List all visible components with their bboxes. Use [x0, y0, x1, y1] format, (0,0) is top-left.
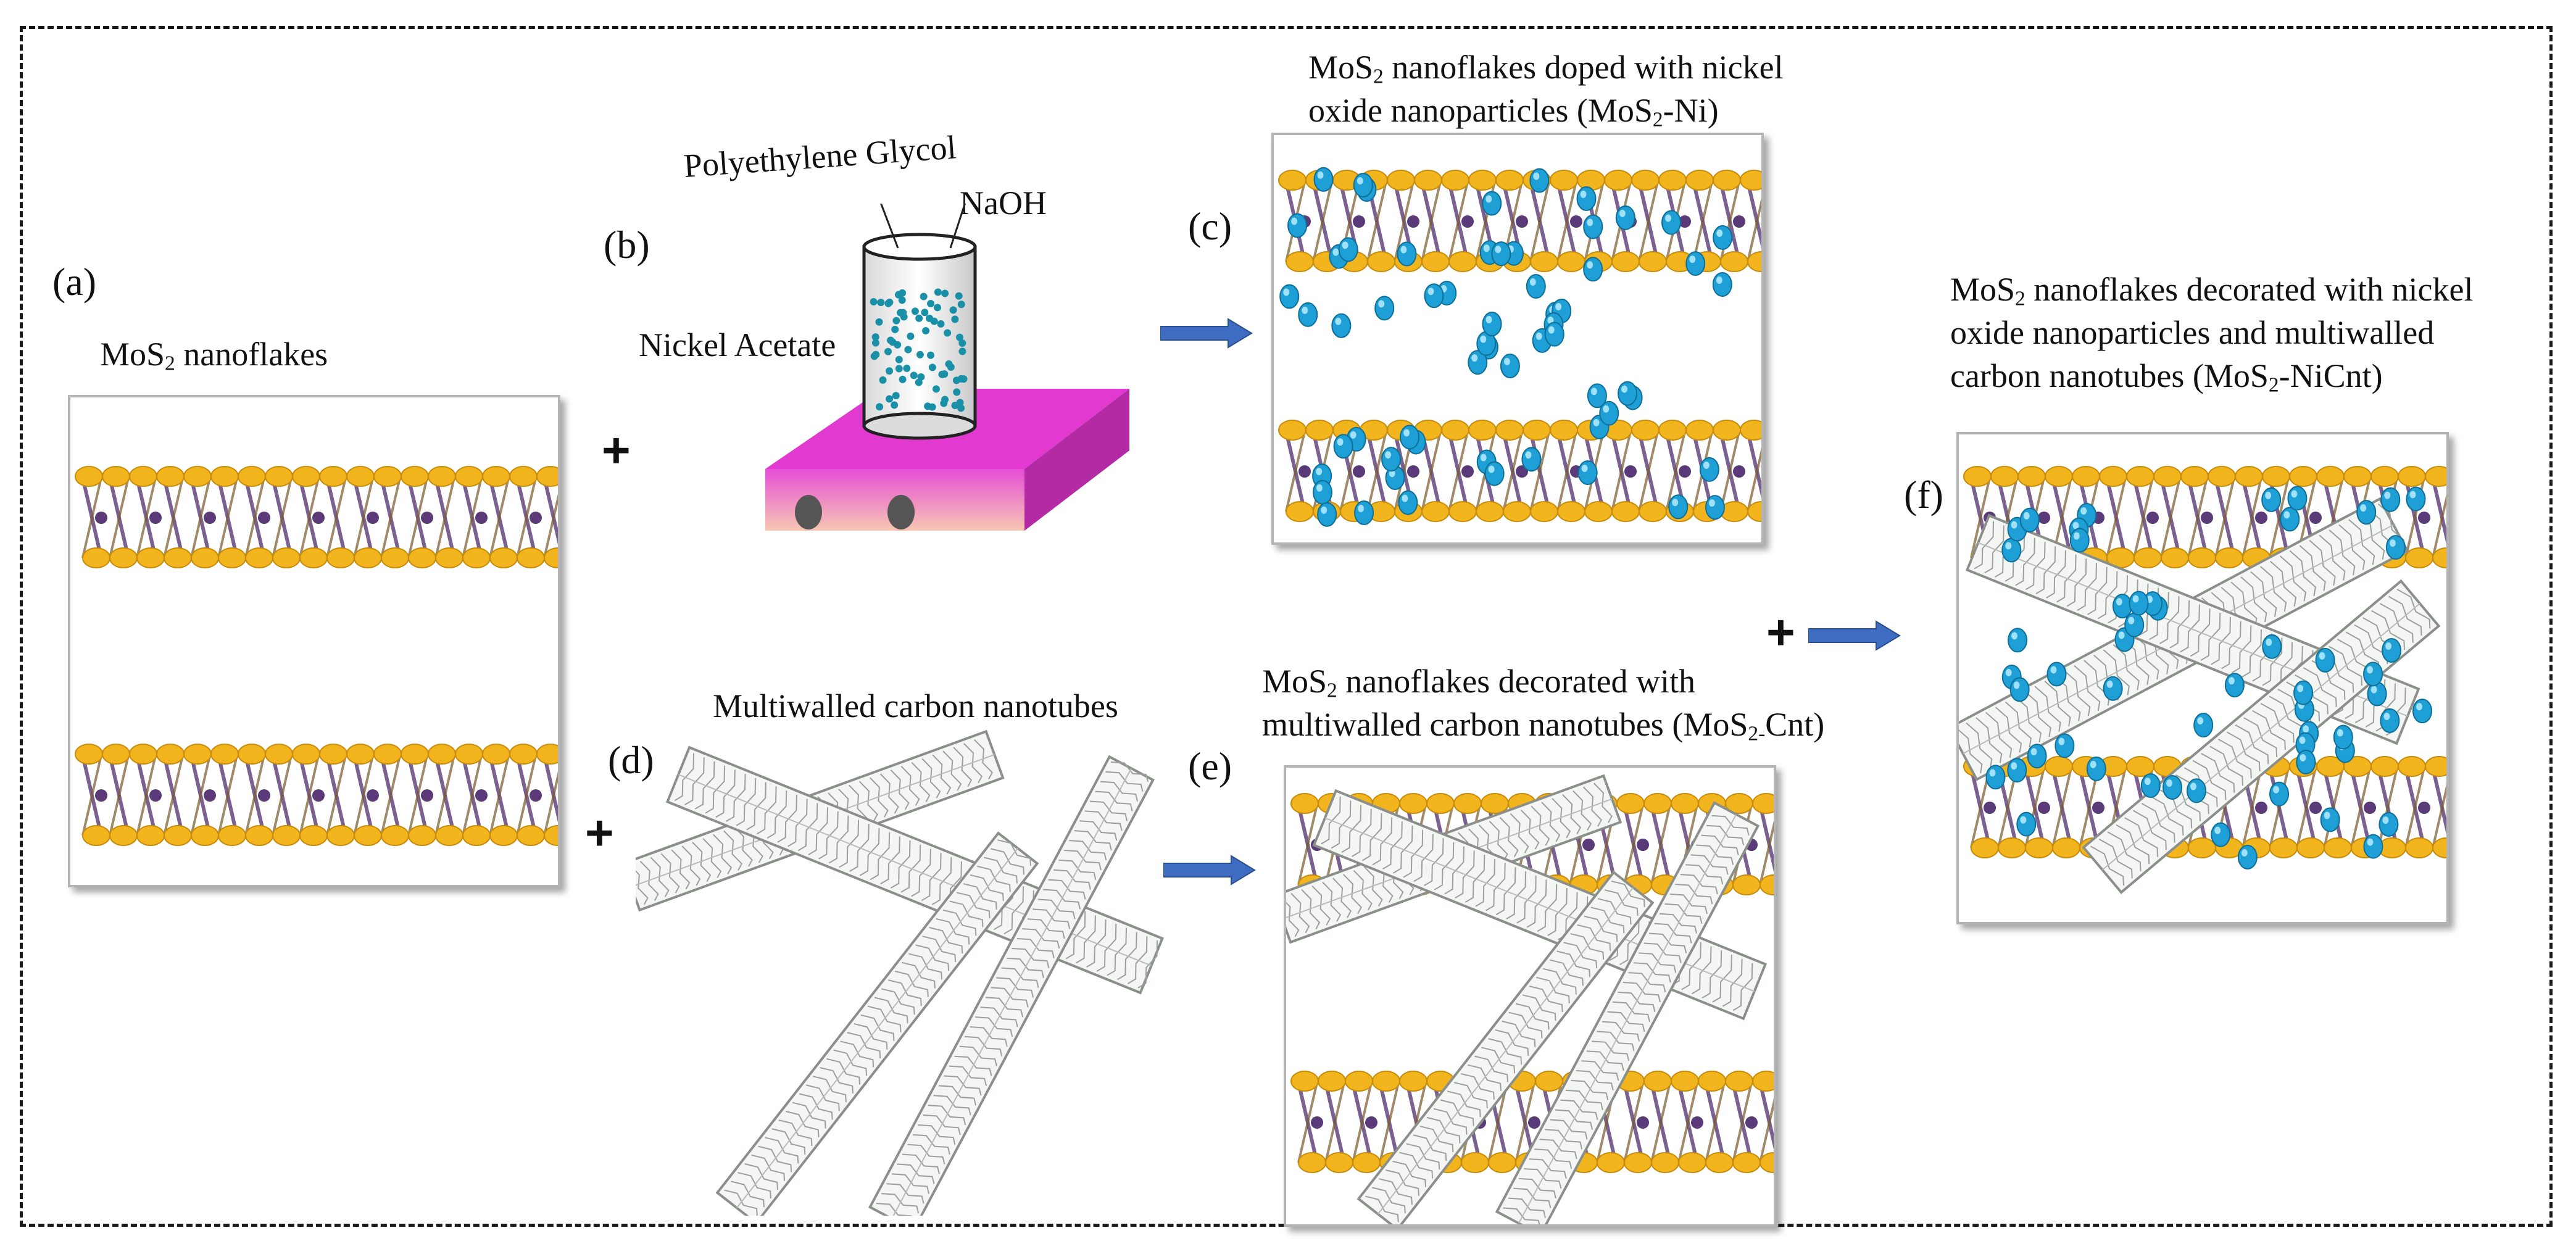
label-e: (e)	[1188, 744, 1232, 788]
label-f: (f)	[1904, 473, 1943, 517]
caption-c-line1: MoS2 nanoflakes doped with nickel	[1308, 49, 1784, 88]
hotplate-knob-right	[887, 495, 915, 529]
mos2-layers-a	[75, 466, 558, 846]
plus-a-b: +	[602, 423, 631, 478]
panel-c-mos2-ni	[1271, 133, 1764, 545]
caption-d: Multiwalled carbon nanotubes	[713, 687, 1118, 724]
beaker	[862, 233, 977, 440]
nanotube-bundle-e	[1286, 774, 1768, 1224]
plus-f: +	[1766, 605, 1795, 660]
caption-f-line1: MoS2 nanoflakes decorated with nickel	[1950, 271, 2474, 310]
panel-e-mos2-cnt	[1284, 765, 1776, 1227]
hotplate-beaker-setup	[765, 204, 1129, 531]
label-b: (b)	[604, 223, 650, 267]
multiwalled-carbon-nanotubes	[636, 729, 1164, 1216]
caption-f-line3: carbon nanotubes (MoS2-NiCnt)	[1950, 357, 2383, 397]
mos2-cnt-layers	[1286, 774, 1774, 1224]
label-c: (c)	[1188, 204, 1232, 248]
arrow-d-to-e	[1163, 855, 1256, 886]
nickel-acetate-particles	[870, 288, 968, 412]
label-d: (d)	[608, 738, 654, 782]
panel-f-mos2-nicnt	[1956, 432, 2449, 924]
caption-c-line2: oxide nanoparticles (MoS2-Ni)	[1308, 92, 1719, 131]
caption-e-line1: MoS2 nanoflakes decorated with	[1262, 663, 1696, 702]
nickel-oxide-nanoparticles	[1279, 167, 1733, 527]
arrow-b-to-c	[1160, 318, 1253, 349]
caption-naoh: NaOH	[960, 185, 1047, 222]
label-a: (a)	[52, 260, 97, 304]
mos2-layer-bottom	[75, 744, 558, 846]
pointer-peg	[880, 204, 899, 249]
caption-e-line2: multiwalled carbon nanotubes (MoS2-Cnt)	[1262, 706, 1825, 745]
plus-a-d: +	[585, 805, 614, 860]
nanotube-bundle-d	[636, 729, 1164, 1216]
caption-f-line2: oxide nanoparticles and multiwalled	[1950, 314, 2435, 351]
nickel-oxide-nanoparticles	[1985, 486, 2432, 869]
caption-nickel-acetate: Nickel Acetate	[639, 326, 836, 363]
mos2-layer-top	[75, 466, 558, 568]
mos2-ni-layers	[1278, 167, 1761, 527]
pointer-naoh	[949, 204, 966, 249]
arrow-to-f	[1808, 620, 1901, 651]
caption-a: MoS2 nanoflakes	[100, 336, 328, 375]
hotplate-knob-left	[795, 495, 822, 529]
mos2-nicnt-layers	[1959, 466, 2446, 894]
panel-a-mos2-nanoflakes	[68, 395, 560, 887]
